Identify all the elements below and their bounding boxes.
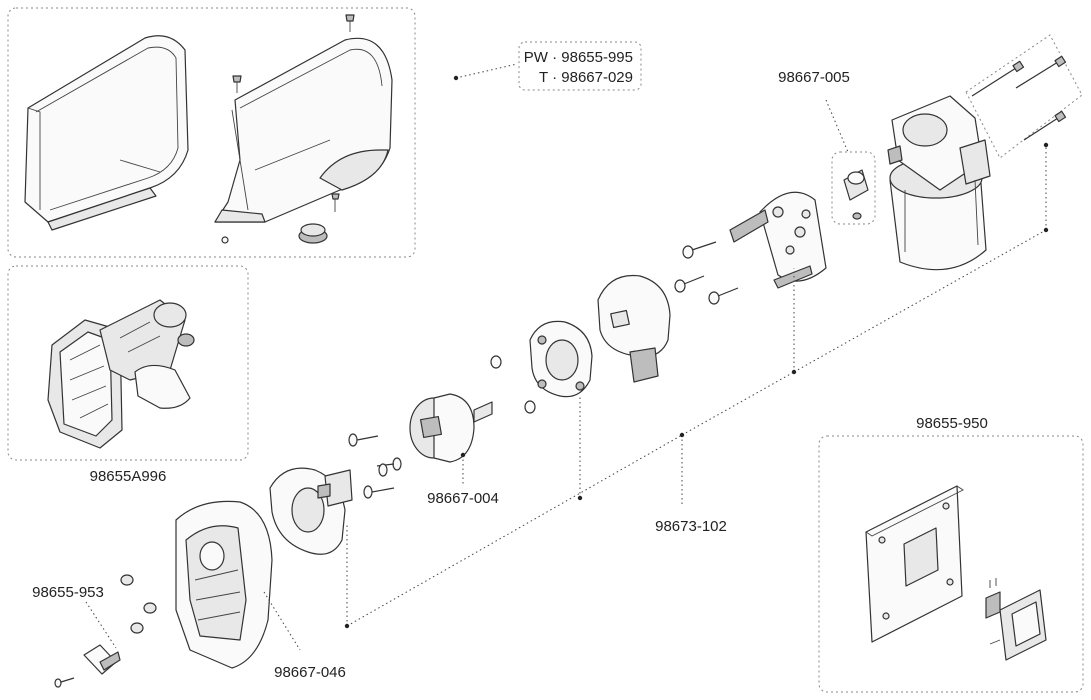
gear-assembly-drawing [47,299,195,449]
bracket-screws-drawing [674,241,739,305]
label-gear-assembly: 98655A996 [90,468,167,485]
mount-kit-drawing [54,574,157,688]
drive-coupler-drawing [409,393,493,463]
label-screw-kit-motor: 98667-005 [778,69,850,86]
leader-lines [85,63,1047,651]
switch-kit-frame [818,435,1084,693]
gearbox-drawing [597,274,671,383]
cover-front-drawing [214,37,393,223]
cover-screws [221,14,355,244]
label-switch-kit: 98655-950 [916,415,988,432]
flange-drawing [269,467,353,555]
motor-drawing [887,95,991,271]
ring-screws-drawing [490,355,536,414]
leader-dots [344,75,1049,629]
label-gear-kit: 98673-102 [655,518,727,535]
label-cover-kit-t: T · 98667-029 [539,69,633,86]
screw-kit-frame [831,151,876,225]
cover-rear-drawing [24,35,189,231]
gear-assembly-frame [7,265,249,461]
shaft-screws-drawing [348,433,402,499]
screw-kit-drawing [843,169,869,220]
label-housing: 98667-046 [274,664,346,681]
gear-bracket-drawing [729,191,827,289]
label-cover-kit-pw: PW · 98655-995 [524,49,633,66]
label-drive-coupler: 98667-004 [427,490,499,507]
label-mount-kit: 98655-953 [32,584,104,601]
switch-plate-drawing [865,485,964,643]
part-number-box [518,41,642,91]
long-bolts-drawing [971,55,1067,141]
cover-kit-frame [7,7,416,258]
rocker-switch-drawing [985,578,1047,661]
housing-drawing [175,500,273,669]
mount-ring-drawing [529,320,593,398]
grommet-drawing [298,223,328,244]
